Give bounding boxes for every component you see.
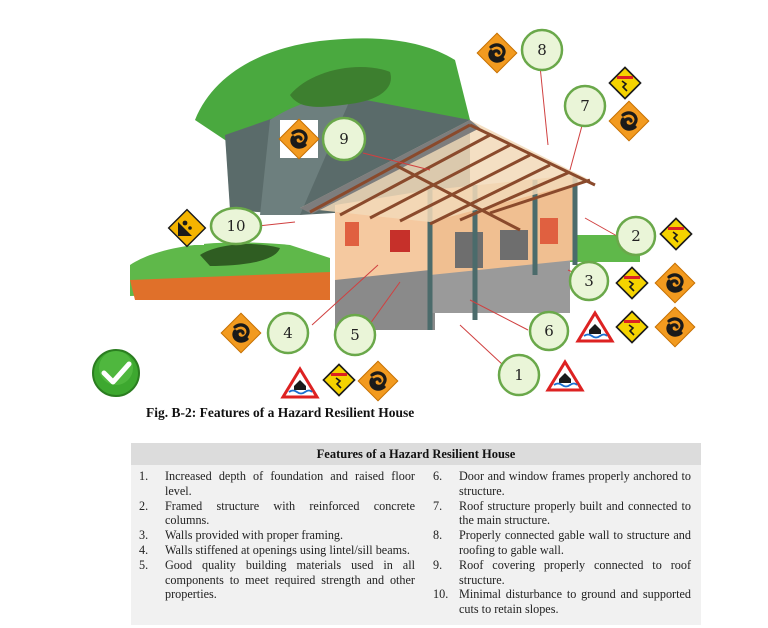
earthquake-warning-icon: [322, 363, 356, 397]
panel-title: Features of a Hazard Resilient House: [131, 443, 701, 465]
svg-text:8: 8: [537, 41, 547, 59]
svg-text:6: 6: [544, 322, 554, 340]
list-item: 5.Good quality building materials used i…: [139, 557, 415, 602]
flood-warning-icon: [546, 360, 584, 392]
cyclone-icon: [607, 99, 651, 143]
list-item: 3.Walls provided with proper framing.: [139, 528, 344, 543]
cyclone-icon: [475, 31, 519, 75]
cyclone-icon: [653, 305, 697, 349]
earthquake-warning-icon: [615, 266, 649, 300]
hazard-resilient-house-illustration: 1 2 3 4 5 6 7 8 9 10: [92, 28, 697, 403]
svg-text:9: 9: [339, 130, 349, 148]
callout-9: 9: [321, 116, 367, 162]
list-item: 1.Increased depth of foundation and rais…: [139, 469, 415, 498]
callout-5: 5: [333, 313, 377, 357]
svg-text:2: 2: [631, 227, 641, 245]
features-list-right: 6.Door and window frames properly anchor…: [433, 469, 691, 617]
callout-3: 3: [568, 260, 610, 302]
svg-text:7: 7: [580, 97, 590, 115]
svg-text:4: 4: [283, 324, 293, 342]
list-item: 7.Roof structure properly built and conn…: [433, 498, 691, 528]
callout-7: 7: [563, 84, 607, 128]
earthquake-warning-icon: [608, 66, 642, 100]
svg-text:10: 10: [226, 217, 245, 235]
features-panel: Features of a Hazard Resilient House 1.I…: [131, 443, 701, 625]
earthquake-warning-icon: [615, 310, 649, 344]
callout-10: 10: [209, 206, 263, 246]
callout-6: 6: [528, 310, 570, 352]
cyclone-icon: [219, 311, 263, 355]
flood-warning-icon: [576, 311, 614, 343]
list-item: 8.Properly connected gable wall to struc…: [433, 528, 691, 557]
features-list-left: 1.Increased depth of foundation and rais…: [139, 469, 415, 602]
cyclone-icon: [653, 261, 697, 305]
check-icon: [92, 349, 140, 397]
cyclone-icon: [356, 359, 400, 403]
list-item: 10.Minimal disturbance to ground and sup…: [433, 587, 691, 617]
list-item: 4.Walls stiffened at openings using lint…: [139, 542, 410, 557]
callout-4: 4: [266, 311, 310, 355]
svg-text:5: 5: [350, 326, 360, 344]
list-item: 6.Door and window frames properly anchor…: [433, 469, 691, 498]
callout-2: 2: [615, 215, 657, 257]
flood-warning-icon: [281, 367, 319, 399]
list-item: 9.Roof covering properly connected to ro…: [433, 557, 691, 587]
callout-8: 8: [520, 28, 564, 72]
svg-text:3: 3: [584, 272, 594, 290]
earthquake-warning-icon: [659, 217, 693, 251]
svg-text:1: 1: [514, 366, 524, 384]
list-item: 2.Framed structure with reinforced concr…: [139, 498, 415, 528]
figure-caption: Fig. B-2: Features of a Hazard Resilient…: [146, 405, 415, 420]
callout-1: 1: [497, 353, 541, 397]
